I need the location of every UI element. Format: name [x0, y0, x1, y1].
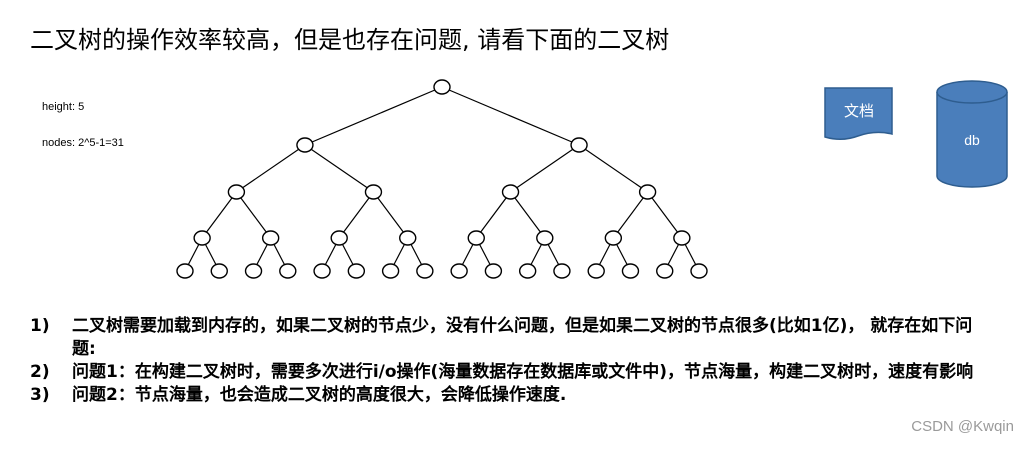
tree-node — [210, 263, 228, 279]
problem-list: 1) 二叉树需要加载到内存的，如果二叉树的节点少，没有什么问题，但是如果二叉树的… — [30, 315, 1020, 407]
tree-node — [501, 184, 520, 200]
tree-node — [433, 79, 451, 95]
list-item-text: 问题2：节点海量，也会造成二叉树的高度很大，会降低操作速度. — [72, 385, 567, 405]
list-item-number: 2) — [30, 362, 50, 382]
tree-edge — [612, 191, 649, 239]
tree-edge — [578, 144, 648, 193]
tree-edge — [235, 191, 272, 239]
tree-edge — [441, 86, 580, 146]
tree-node — [604, 230, 623, 246]
tree-node — [587, 263, 605, 279]
tree-node — [656, 263, 674, 279]
tree-edge — [510, 144, 580, 193]
tree-node — [227, 184, 246, 200]
tree-node — [347, 263, 366, 279]
tree-node — [176, 263, 194, 279]
tree-node — [244, 263, 263, 279]
tree-edge — [475, 191, 512, 239]
list-item-number: 3) — [30, 385, 50, 405]
tree-edge — [647, 191, 683, 239]
tree-node — [536, 230, 554, 246]
list-item-text: 问题1：在构建二叉树时，需要多次进行i/o操作(海量数据存在数据库或文件中)，节… — [72, 362, 974, 382]
tree-node — [399, 230, 417, 246]
list-item: 3) 问题2：节点海量，也会造成二叉树的高度很大，会降低操作速度. — [30, 384, 1020, 407]
tree-node — [313, 263, 331, 279]
document-label: 文档 — [843, 102, 874, 120]
list-item-text: 二叉树需要加载到内存的，如果二叉树的节点少，没有什么问题，但是如果二叉树的节点很… — [72, 316, 973, 359]
watermark: CSDN @Kwqin — [911, 418, 1014, 435]
tree-edge — [236, 144, 306, 193]
page-title: 二叉树的操作效率较高，但是也存在问题, 请看下面的二叉树 — [30, 26, 670, 54]
tree-node — [416, 263, 434, 279]
tree-node — [450, 263, 468, 279]
tree-node — [364, 184, 383, 200]
list-item: 2) 问题1：在构建二叉树时，需要多次进行i/o操作(海量数据存在数据库或文件中… — [30, 361, 1020, 384]
tree-edge — [510, 191, 546, 239]
tree-node — [330, 230, 348, 246]
tree-node — [261, 230, 280, 246]
list-item: 1) 二叉树需要加载到内存的，如果二叉树的节点少，没有什么问题，但是如果二叉树的… — [30, 315, 1020, 361]
database-label: db — [964, 132, 980, 148]
tree-node — [518, 263, 537, 279]
tree-node — [553, 263, 571, 279]
tree-nodes-label: nodes: 2^5-1=31 — [42, 137, 124, 149]
tree-edge — [304, 86, 443, 146]
tree-edge — [304, 144, 374, 193]
tree-node — [638, 184, 657, 200]
tree-node — [690, 263, 708, 279]
tree-node — [621, 263, 640, 279]
tree-edge — [338, 191, 374, 239]
tree-height-label: height: 5 — [42, 101, 85, 113]
tree-node — [467, 230, 485, 246]
tree-node — [279, 263, 297, 279]
tree-node — [381, 263, 400, 279]
tree-node — [570, 137, 588, 153]
tree-node — [296, 137, 314, 153]
tree-edge — [372, 191, 409, 239]
tree-node — [193, 230, 211, 246]
tree-edge — [201, 191, 237, 239]
tree-node — [484, 263, 503, 279]
tree-node — [673, 230, 691, 246]
list-item-number: 1) — [30, 316, 50, 336]
